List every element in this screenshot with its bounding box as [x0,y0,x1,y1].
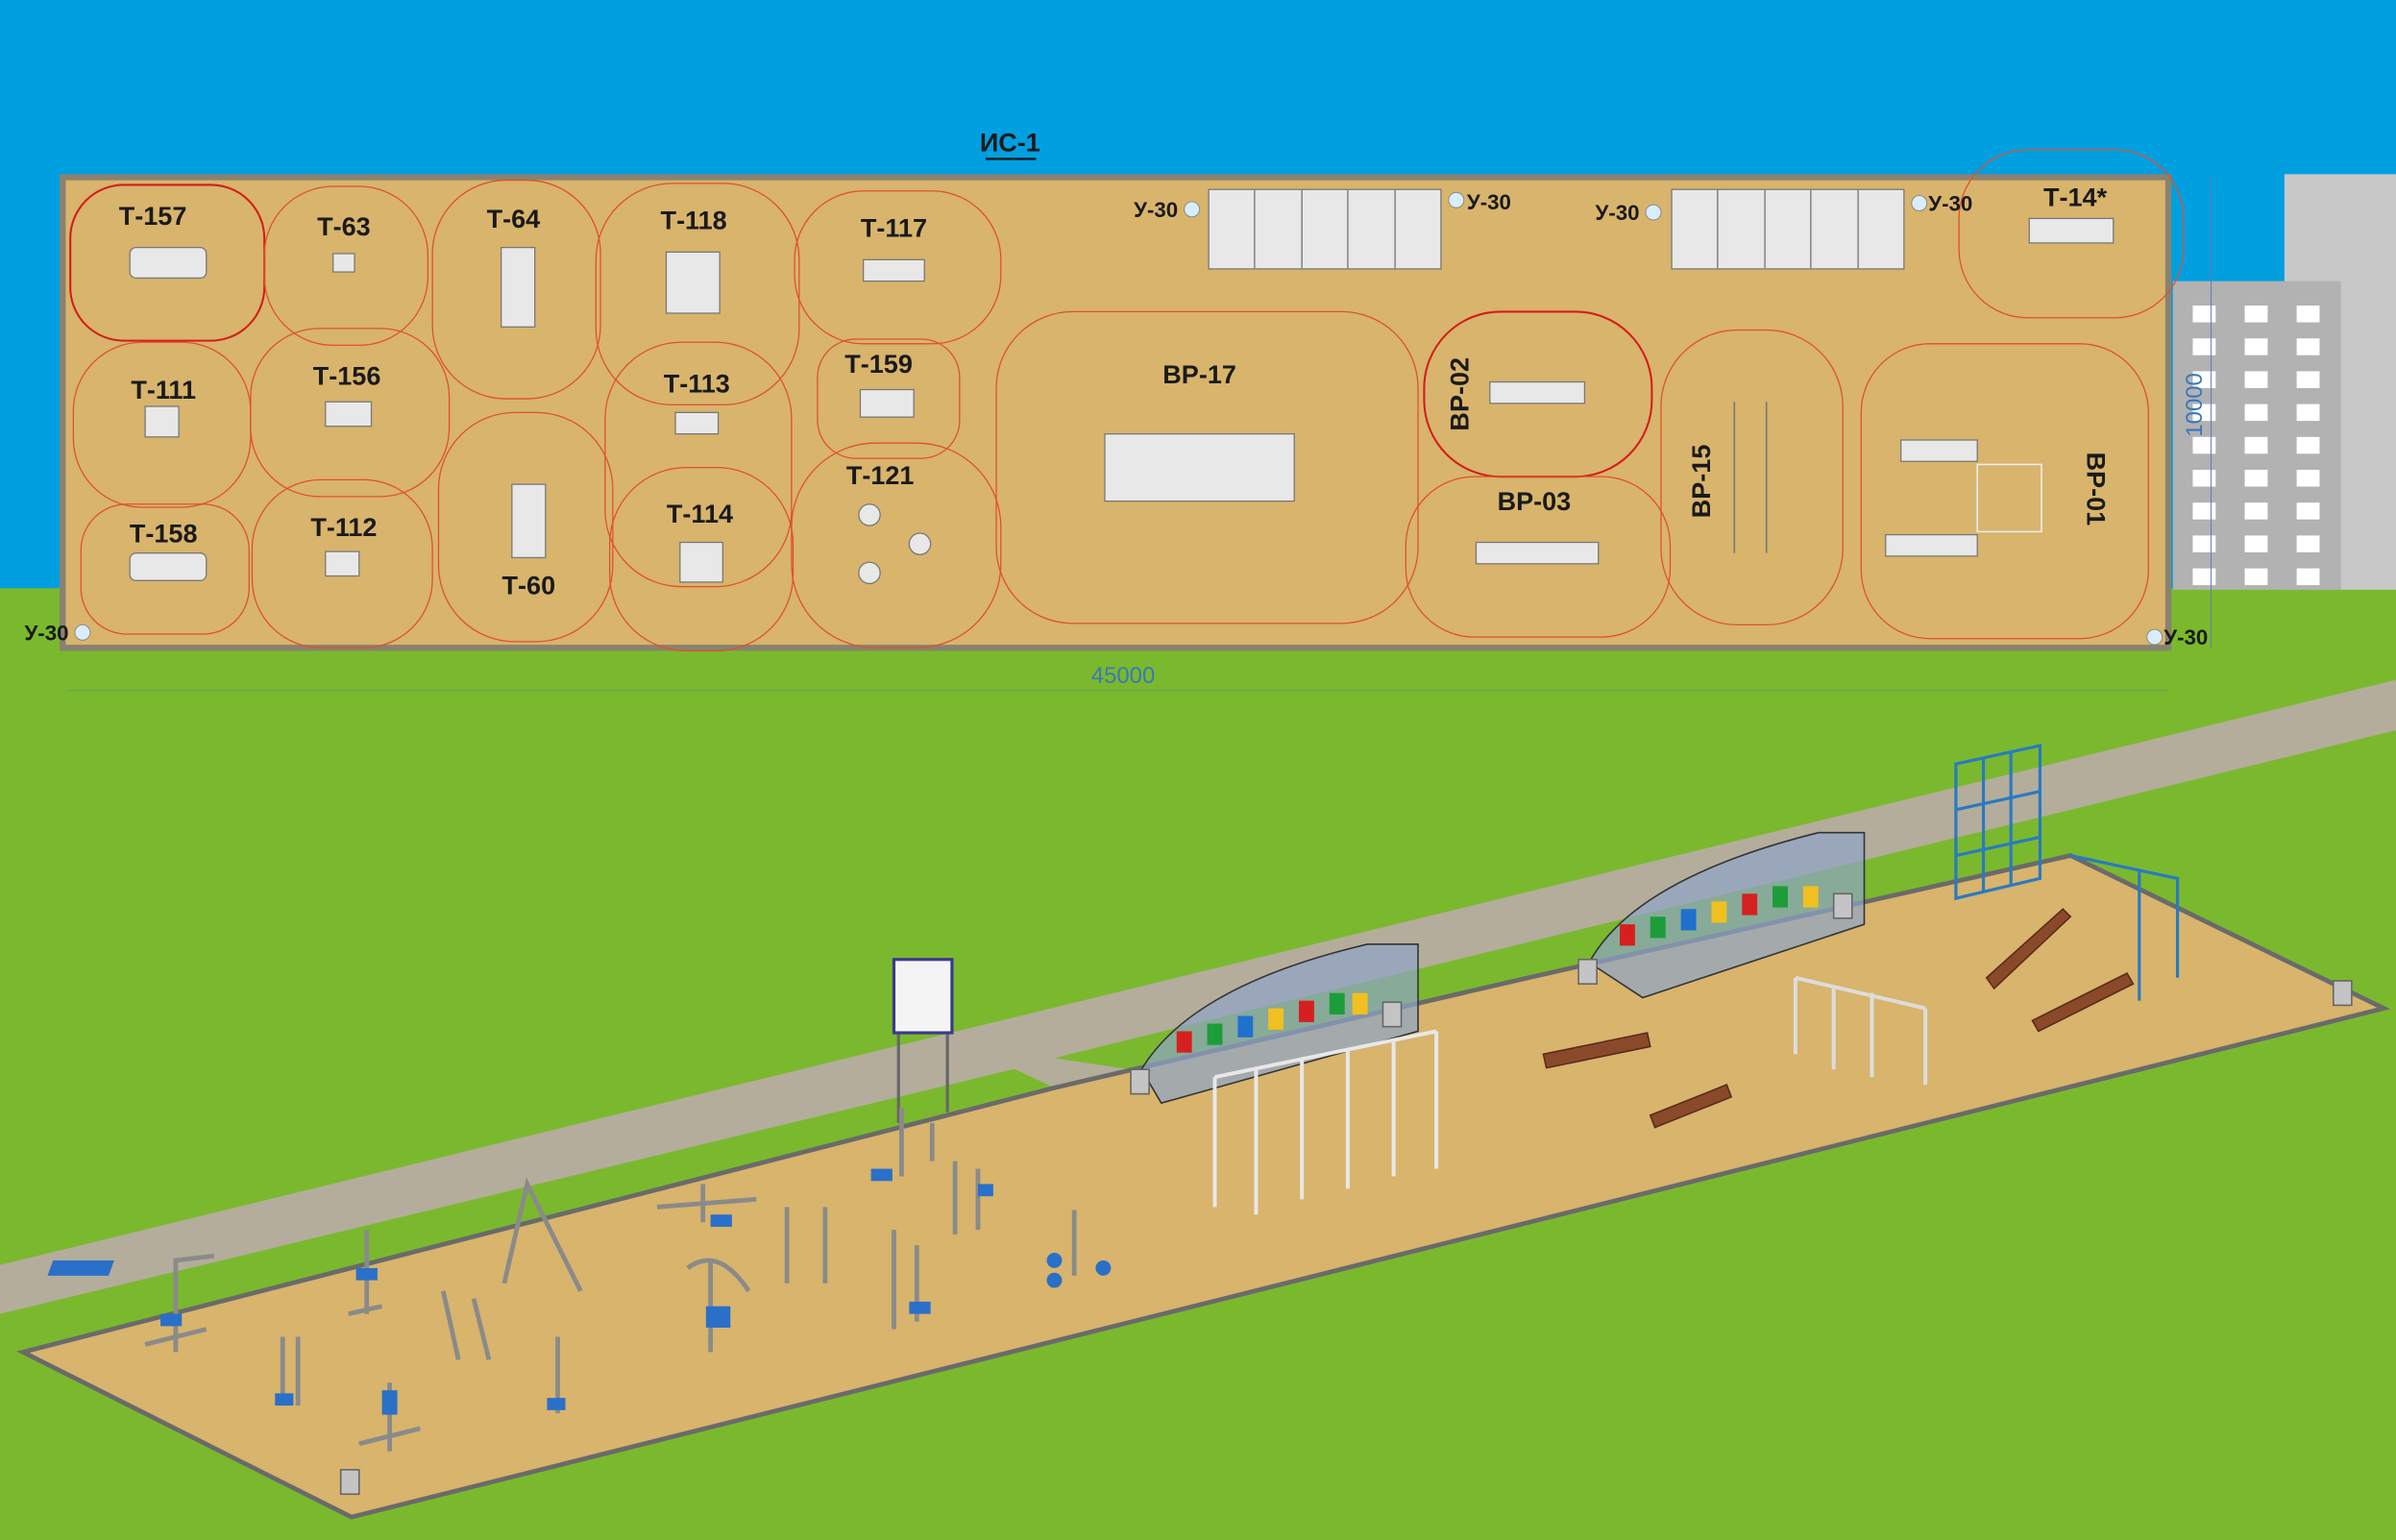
building-window [2192,436,2216,454]
label-t156: Т-156 [313,362,381,391]
canopy-footprint-2 [1671,188,1905,270]
label-vr17: ВР-17 [1162,360,1236,389]
building-front [2172,281,2341,590]
label-t112: Т-112 [310,513,377,542]
bin-markers [74,191,2164,646]
label-t159: Т-159 [844,350,913,379]
canopy-stand-2 [1588,831,1866,999]
building-window [2296,371,2320,388]
bin-label: У-30 [1134,198,1178,222]
building-window [2244,436,2268,454]
building-window [2296,535,2320,552]
canopy-stand-1 [1140,942,1419,1105]
benches [1542,908,2135,1129]
building-window [2192,535,2216,552]
building-window [2244,403,2268,422]
building-window [2244,371,2268,388]
building-window [2244,502,2268,520]
pullup-frame [1212,975,1928,1215]
building-window [2296,403,2320,422]
label-t114: Т-114 [667,500,733,528]
bin-label: У-30 [24,621,68,645]
bins-3d [339,892,2353,1496]
building-window [2296,502,2320,520]
info-board [892,958,954,1123]
building-window [2296,338,2320,355]
building-window [2192,568,2216,586]
building-window [2244,338,2268,355]
perspective-view [0,679,2396,1520]
label-t158: Т-158 [130,520,198,549]
label-t14: Т-14* [2043,183,2108,212]
building-window [2192,306,2216,323]
site-plan: ИС-1 [24,128,2213,692]
width-dimension: 45000 [1091,663,1155,689]
walkway-branch [950,1039,1132,1088]
building-window [2244,568,2268,586]
building-window [2296,306,2320,323]
building-window [2296,436,2320,454]
building-window [2244,306,2268,323]
building-window [2192,371,2216,388]
label-vr03: ВР-03 [1498,487,1572,516]
building-window [2192,338,2216,355]
label-t111: Т-111 [131,376,196,404]
building-window [2296,568,2320,586]
bin-label: У-30 [1596,201,1640,225]
label-t64: Т-64 [487,205,541,233]
building-window [2192,502,2216,520]
label-t63: Т-63 [317,212,371,241]
building-window [2296,470,2320,487]
wall-bars [1954,744,2180,1001]
label-t157: Т-157 [119,202,187,231]
label-t121: Т-121 [846,461,915,490]
bin-label: У-30 [1467,190,1511,214]
bin-label: У-30 [2164,625,2208,649]
label-t113: Т-113 [664,370,730,399]
plan-title: ИС-1 [980,128,1040,157]
label-vr15: ВР-15 [1687,445,1716,519]
label-vr01: ВР-01 [2082,452,2111,526]
building-window [2192,403,2216,422]
bin-label: У-30 [1928,191,1972,215]
trainer-seats [47,1168,1112,1415]
outdoor-trainers [144,1107,1077,1452]
label-vr02: ВР-02 [1446,357,1475,431]
building-window [2192,470,2216,487]
building-window [2244,470,2268,487]
label-t118: Т-118 [661,207,727,235]
label-t60: Т-60 [502,572,556,600]
building-window [2244,535,2268,552]
equipment-icons [129,217,2115,585]
height-dimension: 10000 [2182,373,2208,436]
label-t117: Т-117 [861,213,927,242]
canopy-footprint-1 [1208,188,1442,270]
